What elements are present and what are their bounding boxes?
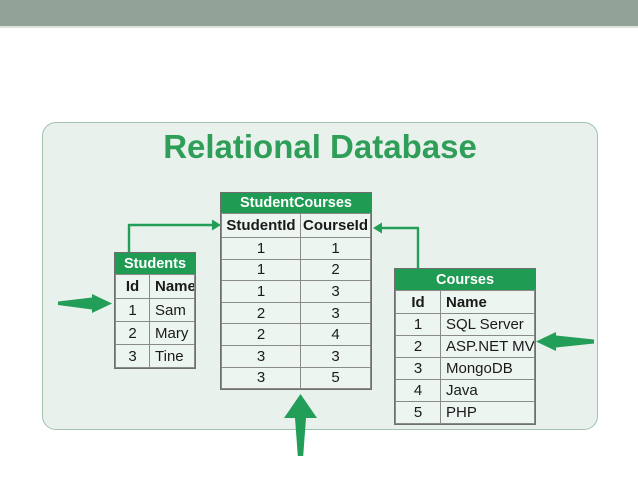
courses-table: Courses Id Name 1 SQL Server 2 ASP.NET M… (394, 268, 536, 425)
table-cell: 2 (395, 335, 441, 358)
courses-table-title: Courses (395, 269, 535, 290)
students-table-title: Students (115, 253, 195, 274)
table-cell: 3 (300, 344, 371, 368)
table-cell: 3 (300, 280, 371, 303)
table-row: 3 MongoDB (395, 357, 535, 380)
table-cell: 3 (221, 366, 301, 390)
studentcourses-table-grid: StudentId CourseId 1 1 1 2 1 3 2 3 2 (221, 213, 371, 390)
table-cell: 2 (115, 321, 150, 345)
column-header: StudentId (221, 213, 301, 238)
table-cell: 2 (221, 323, 301, 346)
table-row: 3 Tine (115, 344, 195, 368)
table-cell: 3 (395, 357, 441, 380)
table-cell: Mary (149, 321, 195, 345)
table-cell: 1 (221, 280, 301, 303)
table-row: 3 5 (221, 366, 371, 390)
table-row: 3 3 (221, 344, 371, 368)
table-row: 2 Mary (115, 321, 195, 345)
table-cell: 1 (300, 237, 371, 260)
table-row: 2 ASP.NET MVC (395, 335, 535, 358)
table-row: 1 SQL Server (395, 313, 535, 336)
studentcourses-table-title: StudentCourses (221, 193, 371, 213)
table-cell: Java (440, 379, 535, 402)
column-header: Name (440, 290, 535, 314)
table-cell: 3 (300, 301, 371, 325)
table-cell: 1 (221, 237, 301, 260)
table-cell: 2 (300, 258, 371, 282)
table-cell: PHP (440, 401, 535, 424)
table-cell: ASP.NET MVC (440, 335, 535, 358)
table-row: 1 1 (221, 237, 371, 260)
table-cell: Sam (149, 298, 195, 322)
table-row: 2 4 (221, 323, 371, 346)
column-header: Name (149, 274, 195, 299)
students-table: Students Id Name 1 Sam 2 Mary 3 Tine (114, 252, 196, 369)
column-header: Id (395, 290, 441, 314)
table-row: 2 3 (221, 301, 371, 325)
page-title: Relational Database (163, 128, 477, 165)
table-cell: SQL Server (440, 313, 535, 336)
table-cell: 5 (395, 401, 441, 424)
table-cell: Tine (149, 344, 195, 368)
table-row: 4 Java (395, 379, 535, 402)
table-cell: 1 (221, 258, 301, 282)
table-cell: 5 (300, 366, 371, 390)
studentcourses-table: StudentCourses StudentId CourseId 1 1 1 … (220, 192, 372, 391)
table-cell: 4 (300, 323, 371, 346)
table-cell: MongoDB (440, 357, 535, 380)
table-cell: 1 (115, 298, 150, 322)
students-table-grid: Id Name 1 Sam 2 Mary 3 Tine (115, 274, 195, 368)
table-cell: 3 (221, 344, 301, 368)
table-cell: 1 (395, 313, 441, 336)
table-row: 5 PHP (395, 401, 535, 424)
courses-table-grid: Id Name 1 SQL Server 2 ASP.NET MVC 3 Mon… (395, 290, 535, 424)
table-cell: 4 (395, 379, 441, 402)
column-header: Id (115, 274, 150, 299)
table-row: 1 2 (221, 258, 371, 282)
table-row: 1 3 (221, 280, 371, 303)
top-decorative-bar (0, 0, 638, 28)
table-row: 1 Sam (115, 298, 195, 322)
table-cell: 3 (115, 344, 150, 368)
column-header: CourseId (300, 213, 371, 238)
table-cell: 2 (221, 301, 301, 325)
